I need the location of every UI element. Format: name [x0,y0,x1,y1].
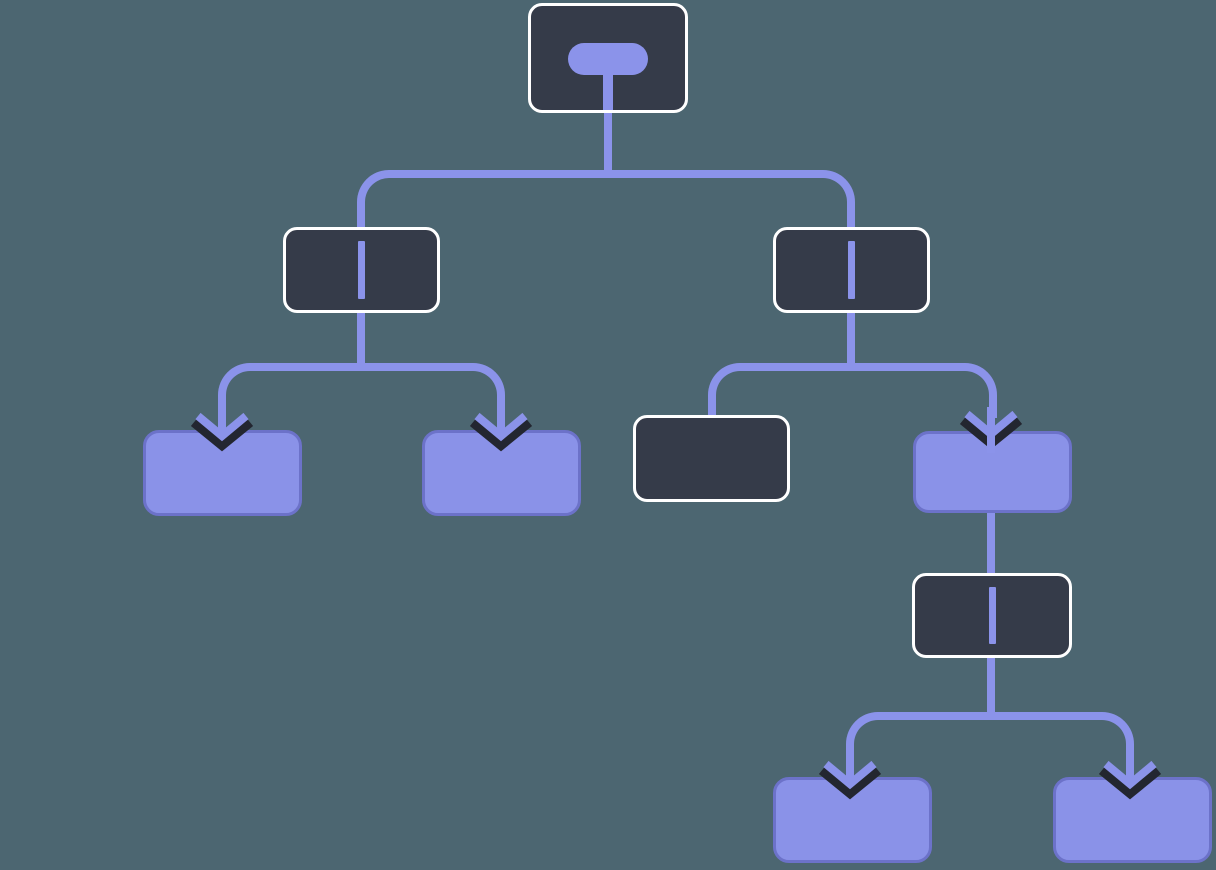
edge-elbow-left [357,170,608,230]
edge-elbow-right [987,712,1134,764]
pill-stem-icon [603,64,613,110]
edge-elbow-right [357,363,505,418]
edge-stem [604,110,612,178]
chevron-down-icon [1098,757,1162,803]
edge-stem [847,310,855,371]
chevron-down-icon [818,757,882,803]
pill-handle-icon [568,43,648,75]
node-branch-bottom[interactable] [912,573,1072,658]
edge-elbow-left [708,363,855,417]
edge-stem [987,413,995,714]
edge-elbow-right [608,170,855,230]
edge-elbow-left [846,712,995,764]
edge-elbow-right [847,363,997,418]
node-branch-right[interactable] [773,227,930,313]
chevron-down-icon [959,407,1023,453]
divider-line-icon [988,587,996,644]
chevron-down-icon [190,409,254,455]
divider-line-icon [848,241,855,299]
node-root[interactable] [528,3,688,113]
node-branch-left[interactable] [283,227,440,313]
node-dark-leaf[interactable] [633,415,790,502]
divider-line-icon [358,241,365,299]
edge-stem [357,310,365,371]
edge-elbow-left [218,363,365,418]
chevron-down-icon [469,409,533,455]
